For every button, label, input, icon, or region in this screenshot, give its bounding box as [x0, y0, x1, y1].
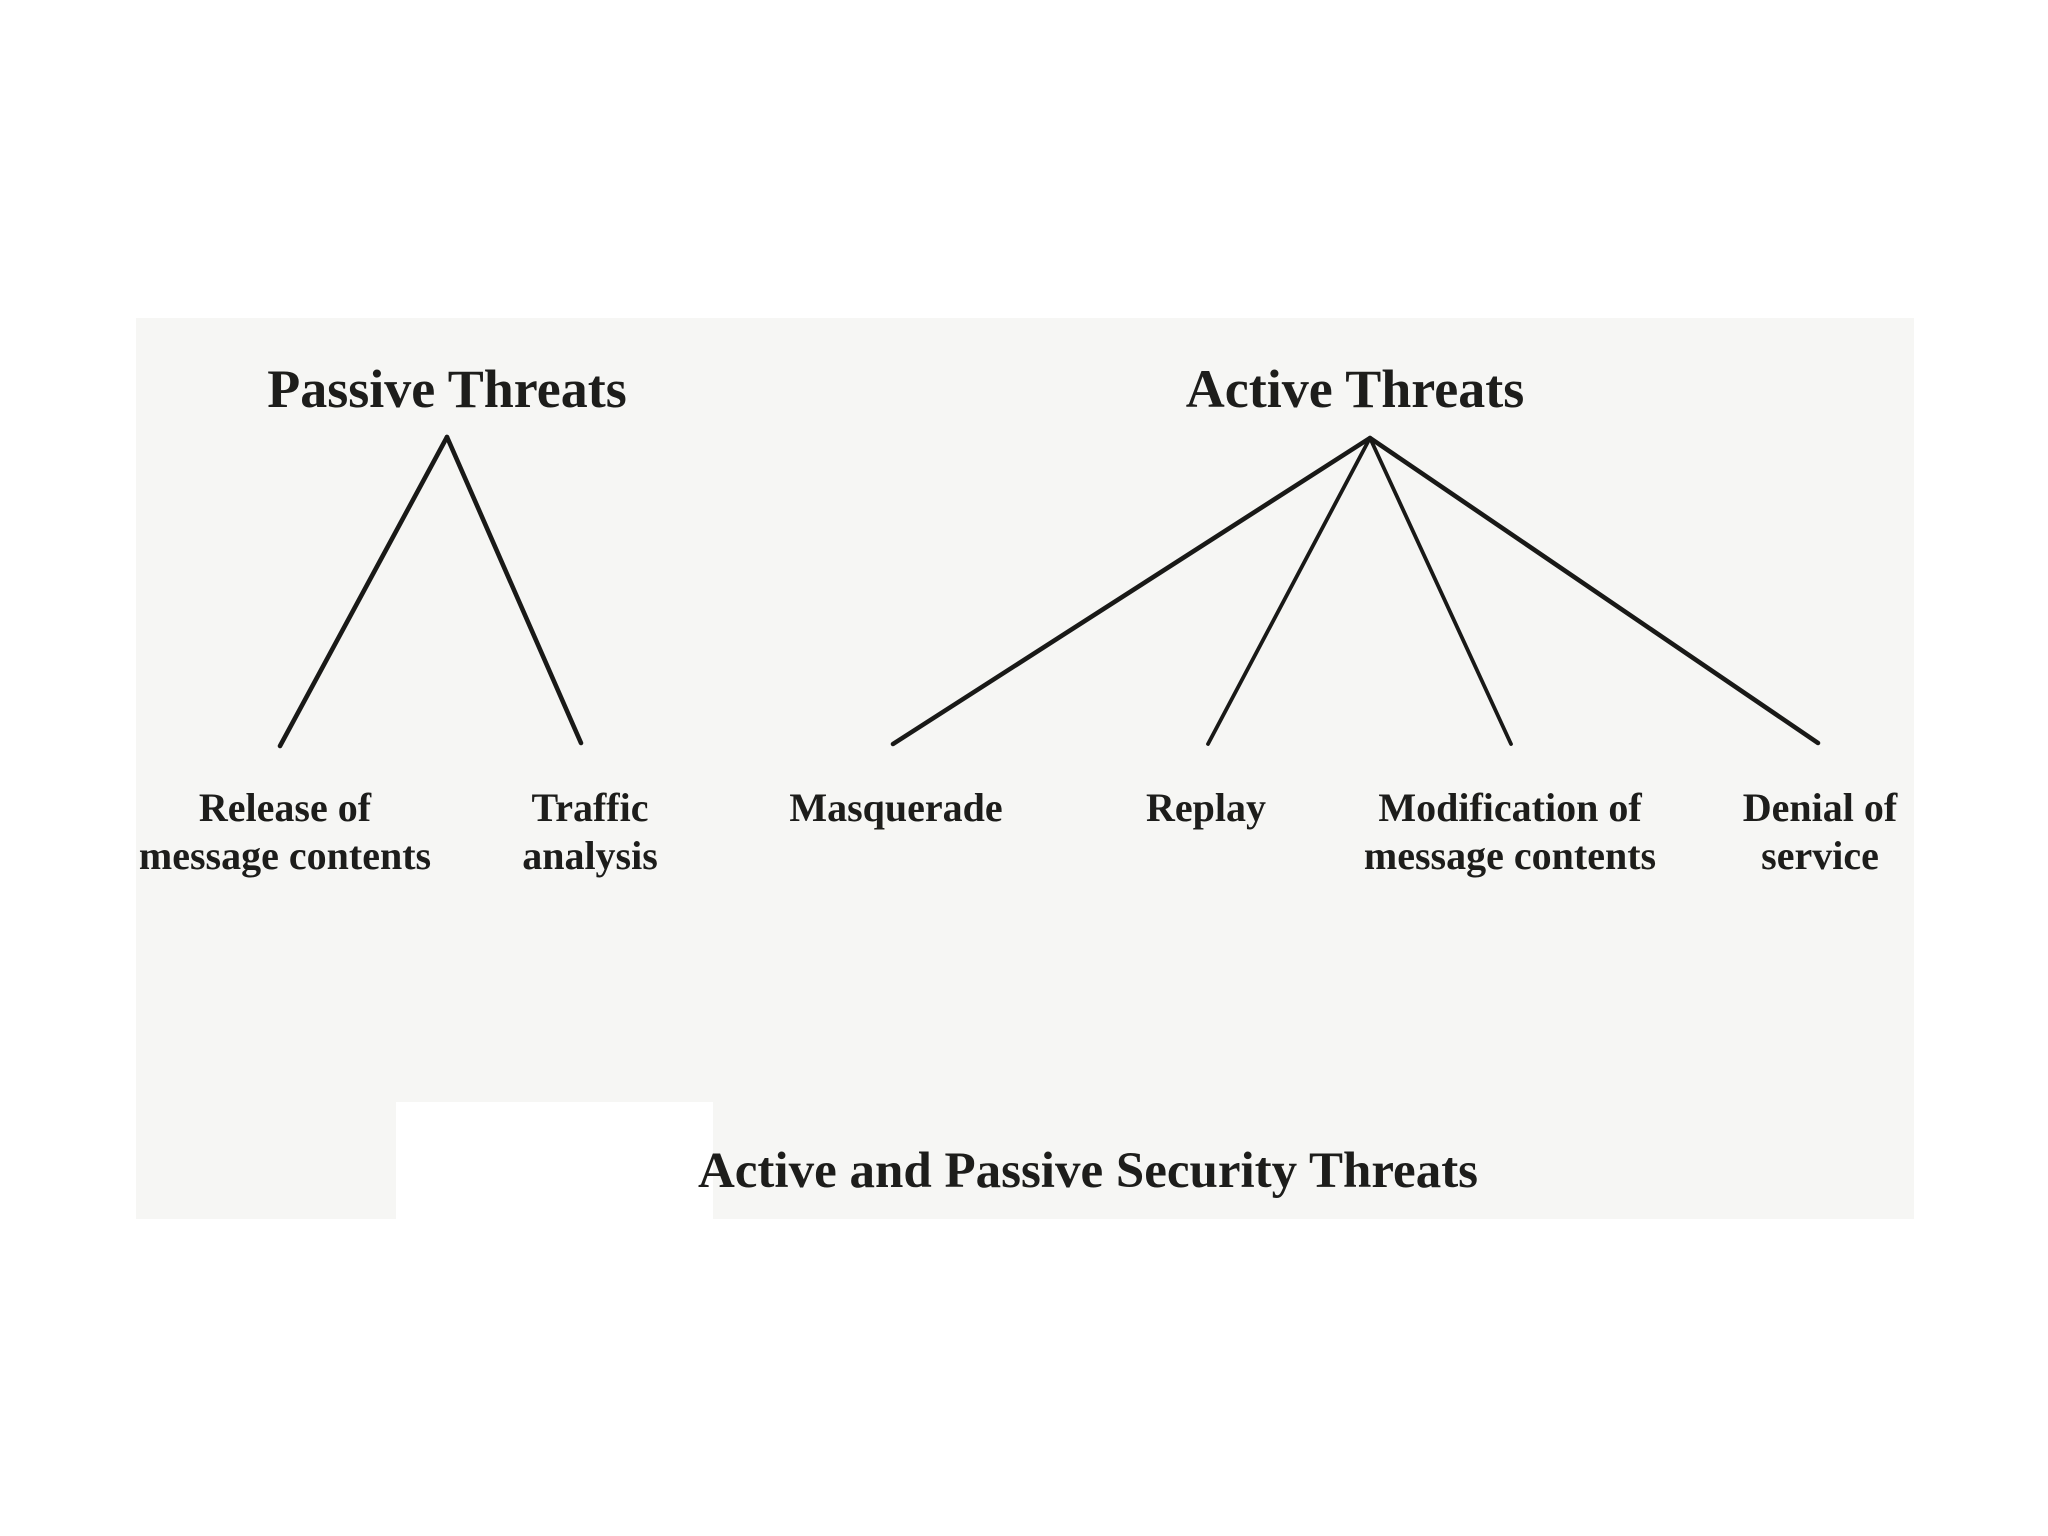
passive-tree-title: Passive Threats: [267, 359, 627, 419]
leaf-modification-of-message-contents: Modification of message contents: [1363, 785, 1657, 878]
active-branch-replay-line: [1206, 436, 1372, 746]
active-branch-masquerade-line: [890, 435, 1373, 747]
leaf-masquerade: Masquerade: [789, 785, 1003, 830]
leaf-denial-of-service: Denial of service: [1742, 785, 1898, 878]
active-branch-modification-line: [1368, 436, 1513, 746]
leaf-replay: Replay: [1146, 785, 1266, 830]
passive-branch-traffic-line: [444, 434, 584, 746]
passive-branch-release-line: [277, 434, 450, 749]
diagram-caption: Active and Passive Security Threats: [697, 1143, 1479, 1199]
leaf-traffic-analysis: Traffic analysis: [522, 785, 658, 878]
active-branch-denial-line: [1367, 435, 1821, 746]
panel-white-notch: [396, 1102, 713, 1219]
active-tree-title: Active Threats: [1185, 359, 1525, 419]
leaf-release-of-message-contents: Release of message contents: [138, 785, 432, 878]
